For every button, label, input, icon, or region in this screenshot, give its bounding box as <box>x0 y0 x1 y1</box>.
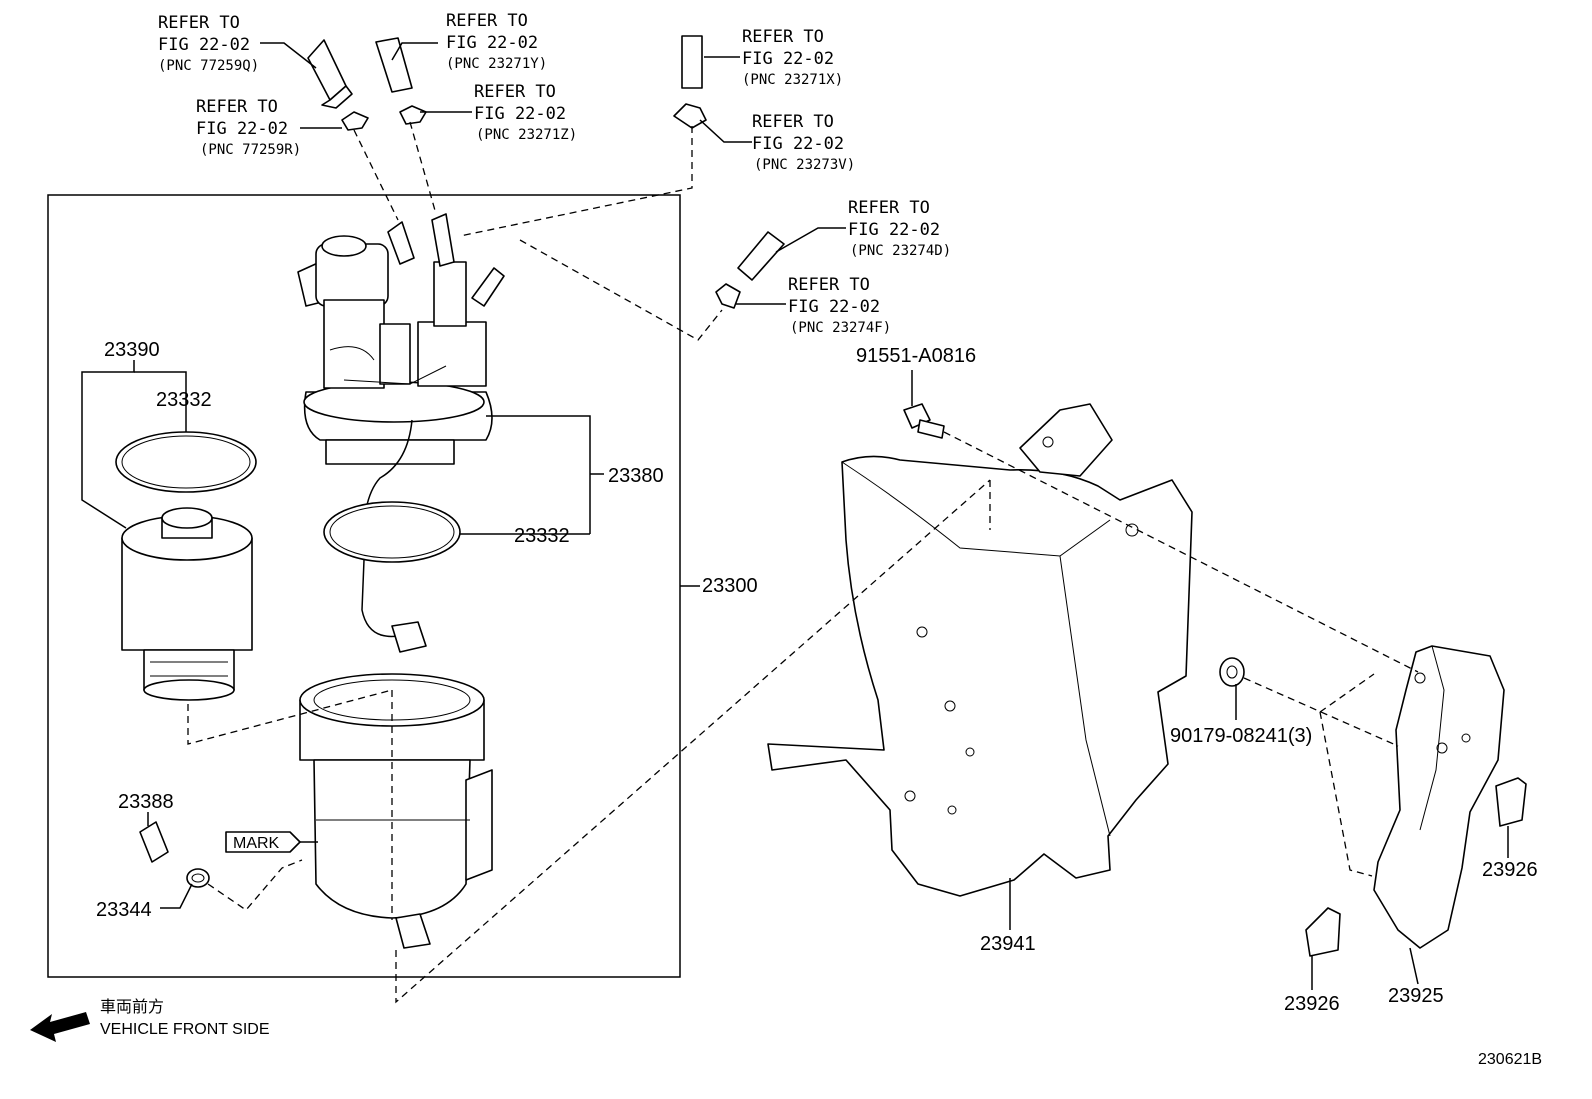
hose-77259q <box>307 39 353 109</box>
bracket-23941 <box>767 403 1193 897</box>
mark-tag <box>225 831 301 853</box>
plate-23925 <box>1373 645 1505 949</box>
ref-label-23274d: REFER TO FIG 22-02 (PNC 23274D) <box>848 198 951 259</box>
part-number-23380: 23380 <box>608 465 664 487</box>
filter-bowl <box>299 673 493 949</box>
svg-text:(PNC 23271Z): (PNC 23271Z) <box>476 127 577 143</box>
part-number-23941: 23941 <box>980 933 1036 955</box>
part-number-23344: 23344 <box>96 899 152 921</box>
part-number-23926-right: 23926 <box>1482 859 1538 881</box>
part-number-23925: 23925 <box>1388 985 1444 1007</box>
svg-text:REFER TO: REFER TO <box>788 275 870 295</box>
o-ring-23332-left <box>115 431 257 493</box>
svg-text:FIG 22-02: FIG 22-02 <box>446 33 538 53</box>
vehicle-front-label-en: VEHICLE FRONT SIDE <box>100 1021 270 1038</box>
svg-text:(PNC 23273V): (PNC 23273V) <box>754 157 855 173</box>
svg-text:(PNC 77259Q): (PNC 77259Q) <box>158 58 259 74</box>
svg-text:(PNC 77259R): (PNC 77259R) <box>200 142 301 158</box>
hose-23271x <box>681 35 703 89</box>
clip-23926-right <box>1495 777 1527 827</box>
svg-text:REFER TO: REFER TO <box>474 82 556 102</box>
part-number-90179-08241: 90179-08241(3) <box>1170 725 1312 747</box>
part-number-91551-a0816: 91551-A0816 <box>856 345 976 367</box>
vehicle-front-label-jp: 車両前方 <box>100 998 164 1016</box>
svg-text:REFER TO: REFER TO <box>848 198 930 218</box>
hose-23271y <box>375 37 413 93</box>
svg-text:(PNC 23271Y): (PNC 23271Y) <box>446 56 547 72</box>
clip-23273v <box>673 103 707 129</box>
svg-text:(PNC 23271X): (PNC 23271X) <box>742 72 843 88</box>
ref-label-77259r: REFER TO FIG 22-02 (PNC 77259R) <box>196 97 301 158</box>
svg-text:REFER TO: REFER TO <box>158 13 240 33</box>
part-number-23332-right: 23332 <box>514 525 570 547</box>
filter-head-assembly <box>297 213 505 653</box>
svg-text:FIG 22-02: FIG 22-02 <box>742 49 834 69</box>
svg-text:FIG 22-02: FIG 22-02 <box>788 297 880 317</box>
svg-text:REFER TO: REFER TO <box>742 27 824 47</box>
mark-label: MARK <box>233 835 280 852</box>
svg-text:REFER TO: REFER TO <box>446 11 528 31</box>
ref-label-23271z: REFER TO FIG 22-02 (PNC 23271Z) <box>474 82 577 143</box>
filter-element-23390 <box>121 507 253 701</box>
ref-label-23274f: REFER TO FIG 22-02 (PNC 23274F) <box>788 275 891 336</box>
gasket-23344 <box>186 868 210 888</box>
clip-23926-left <box>1305 907 1341 957</box>
svg-text:REFER TO: REFER TO <box>752 112 834 132</box>
drain-plug-23388 <box>139 821 169 863</box>
clip-77259r <box>341 111 369 131</box>
ref-label-23271y: REFER TO FIG 22-02 (PNC 23271Y) <box>446 11 547 72</box>
ref-label-23273v: REFER TO FIG 22-02 (PNC 23273V) <box>752 112 855 173</box>
ref-label-23271x: REFER TO FIG 22-02 (PNC 23271X) <box>742 27 843 88</box>
part-number-23332-left: 23332 <box>156 389 212 411</box>
svg-text:FIG 22-02: FIG 22-02 <box>848 220 940 240</box>
part-number-23926-left: 23926 <box>1284 993 1340 1015</box>
bolt-91551 <box>903 403 945 439</box>
nut-90179 <box>1219 657 1245 687</box>
clip-23274f <box>715 283 741 309</box>
ref-label-77259q: REFER TO FIG 22-02 (PNC 77259Q) <box>158 13 259 74</box>
svg-text:FIG 22-02: FIG 22-02 <box>158 35 250 55</box>
part-number-23300: 23300 <box>702 575 758 597</box>
o-ring-23332-right <box>323 501 461 563</box>
svg-text:FIG 22-02: FIG 22-02 <box>474 104 566 124</box>
vehicle-front-arrow-icon <box>30 1012 90 1042</box>
svg-text:FIG 22-02: FIG 22-02 <box>752 134 844 154</box>
part-number-23390: 23390 <box>104 339 160 361</box>
clip-23271z <box>399 105 427 125</box>
svg-text:(PNC 23274F): (PNC 23274F) <box>790 320 891 336</box>
svg-text:REFER TO: REFER TO <box>196 97 278 117</box>
part-number-23388: 23388 <box>118 791 174 813</box>
figure-code: 230621B <box>1478 1051 1542 1068</box>
hose-23274d <box>737 231 785 281</box>
svg-text:(PNC 23274D): (PNC 23274D) <box>850 243 951 259</box>
svg-text:FIG 22-02: FIG 22-02 <box>196 119 288 139</box>
